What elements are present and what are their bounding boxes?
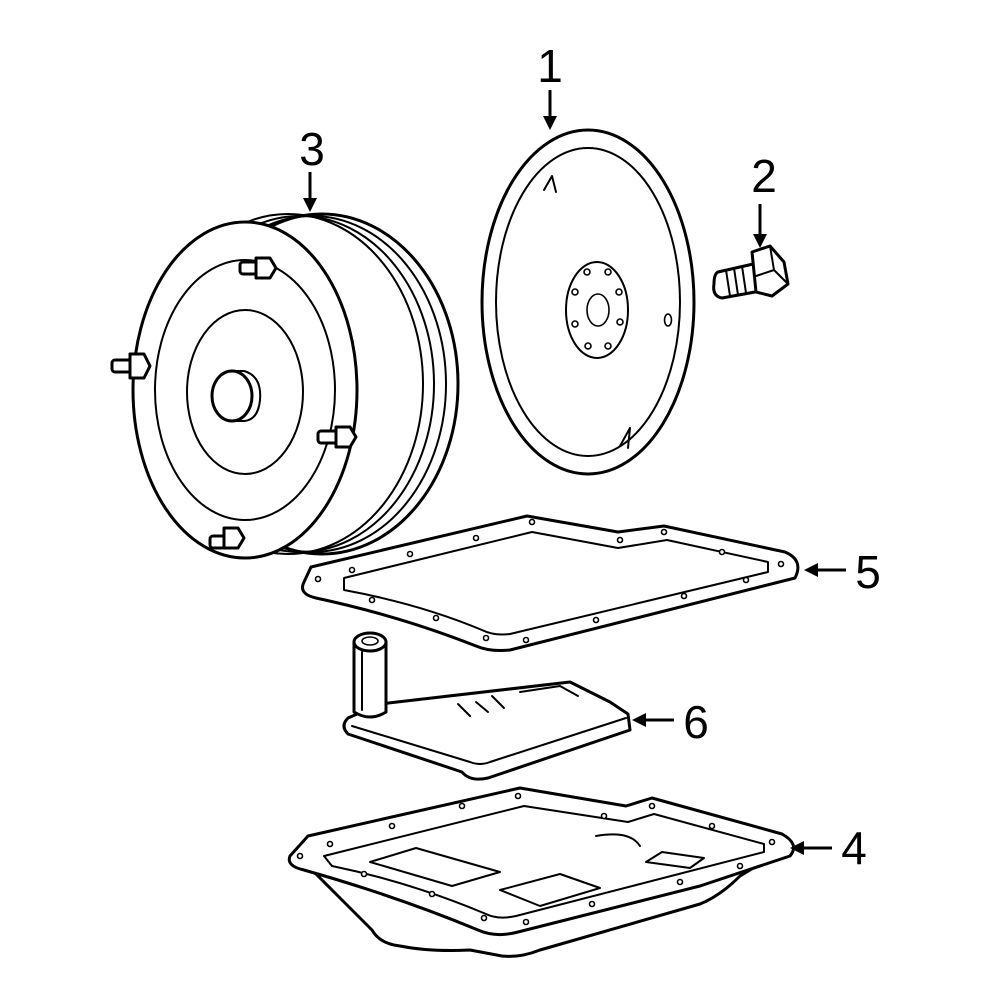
callout-6: 6 [632, 696, 709, 748]
callout-5-label: 5 [855, 546, 881, 598]
pan-bolt-holes [296, 792, 776, 926]
callout-1-label: 1 [537, 40, 563, 92]
callout-3-label: 3 [299, 123, 325, 175]
callout-5: 5 [804, 546, 881, 598]
callout-2-label: 2 [751, 150, 777, 202]
transmission-filter[interactable] [342, 631, 632, 781]
gasket-bolt-holes [314, 518, 785, 644]
converter-stud [238, 256, 278, 280]
oil-pan[interactable] [287, 786, 796, 958]
converter-stud [316, 425, 358, 449]
callout-6-label: 6 [683, 696, 709, 748]
converter-stud [208, 526, 246, 550]
converter-stud [110, 352, 152, 380]
callout-2: 2 [751, 150, 777, 248]
callout-4: 4 [790, 822, 867, 874]
callout-4-label: 4 [841, 822, 867, 874]
callout-3: 3 [299, 123, 325, 212]
flexplate-bolt[interactable] [712, 244, 790, 300]
pan-gasket[interactable] [301, 514, 800, 652]
callout-1: 1 [537, 40, 563, 130]
flexplate[interactable] [480, 128, 696, 476]
torque-converter[interactable] [110, 212, 460, 560]
